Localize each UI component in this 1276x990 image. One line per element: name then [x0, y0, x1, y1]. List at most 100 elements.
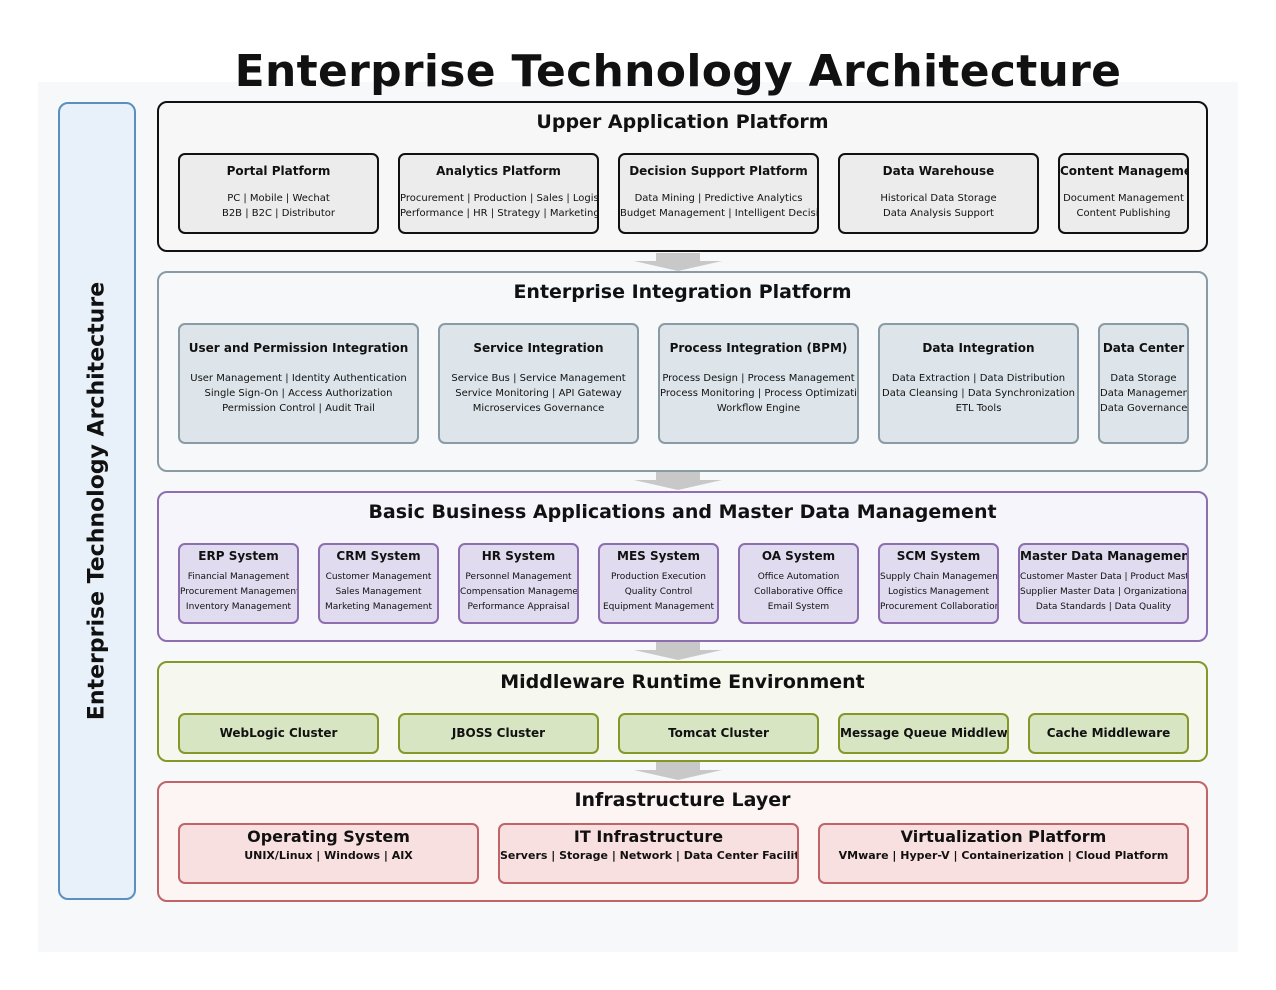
module-title: IT Infrastructure	[573, 827, 724, 846]
module-scm-system: SCM System Supply Chain Management Logis…	[878, 543, 999, 624]
module-erp-system: ERP System Financial Management Procurem…	[178, 543, 299, 624]
module-title: OA System	[761, 549, 836, 563]
module-line: Data Analysis Support	[883, 208, 994, 219]
module-title: WebLogic Cluster	[219, 726, 338, 740]
module-line: Procurement Collaboration	[880, 602, 999, 612]
module-portal-platform: Portal Platform PC | Mobile | Wechat B2B…	[178, 153, 379, 234]
module-line: Single Sign-On | Access Authorization	[204, 388, 393, 399]
module-decision-support-platform: Decision Support Platform Data Mining | …	[618, 153, 819, 234]
diagram-title: Enterprise Technology Architecture	[234, 46, 1122, 97]
module-title: Analytics Platform	[436, 164, 561, 178]
module-title: Service Integration	[473, 341, 604, 355]
module-tomcat-cluster: Tomcat Cluster	[618, 713, 819, 754]
module-title: Process Integration (BPM)	[669, 341, 848, 355]
module-title: Tomcat Cluster	[668, 726, 769, 740]
module-line: Email System	[767, 602, 830, 612]
module-mes-system: MES System Production Execution Quality …	[598, 543, 719, 624]
module-line: Financial Management	[187, 572, 290, 582]
module-line: Performance | HR | Strategy | Marketing	[400, 208, 599, 219]
module-operating-system: Operating System UNIX/Linux | Windows | …	[178, 823, 479, 884]
layer-enterprise-integration-platform: Enterprise Integration Platform User and…	[157, 271, 1208, 472]
module-line: Procurement | Production | Sales | Logis…	[400, 193, 599, 204]
module-line: Production Execution	[611, 572, 706, 582]
module-title: ERP System	[198, 549, 279, 563]
module-line: Equipment Management	[602, 602, 714, 612]
module-title: User and Permission Integration	[188, 341, 409, 355]
module-line: Compensation Management	[460, 587, 579, 597]
module-line: Process Design | Process Management	[662, 373, 855, 384]
layer-title: Infrastructure Layer	[574, 789, 791, 811]
down-arrow-icon	[634, 472, 722, 490]
module-line: Supplier Master Data | Organizational St…	[1020, 587, 1189, 597]
module-title: Data Integration	[922, 341, 1035, 355]
module-content-management: Content Management Document Management C…	[1058, 153, 1189, 234]
module-title: Operating System	[247, 827, 410, 846]
module-line: Sales Management	[335, 587, 422, 597]
module-line: Collaborative Office	[754, 587, 843, 597]
module-hr-system: HR System Personnel Management Compensat…	[458, 543, 579, 624]
module-line: Data Extraction | Data Distribution	[891, 373, 1066, 384]
module-line: Budget Management | Intelligent Decision	[620, 208, 819, 219]
module-cache-middleware: Cache Middleware	[1028, 713, 1189, 754]
module-line: Content Publishing	[1076, 208, 1171, 219]
down-arrow-icon	[634, 253, 722, 271]
module-process-integration-bpm: Process Integration (BPM) Process Design…	[658, 323, 859, 444]
module-it-infrastructure: IT Infrastructure Servers | Storage | Ne…	[498, 823, 799, 884]
module-line: VMware | Hyper-V | Containerization | Cl…	[838, 849, 1169, 862]
module-message-queue-middleware: Message Queue Middleware	[838, 713, 1009, 754]
layer-business-applications-mdm: Basic Business Applications and Master D…	[157, 491, 1208, 642]
module-title: JBOSS Cluster	[451, 726, 546, 740]
module-line: Document Management	[1063, 193, 1184, 204]
module-line: Personnel Management	[465, 572, 572, 582]
module-line: PC | Mobile | Wechat	[227, 193, 330, 204]
module-line: Data Governance	[1100, 403, 1188, 414]
module-line: Historical Data Storage	[880, 193, 997, 204]
module-line: Service Monitoring | API Gateway	[455, 388, 622, 399]
layer-title: Middleware Runtime Environment	[500, 671, 865, 693]
layer-title: Basic Business Applications and Master D…	[368, 501, 997, 523]
module-data-center: Data Center Data Storage Data Management…	[1098, 323, 1189, 444]
module-crm-system: CRM System Customer Management Sales Man…	[318, 543, 439, 624]
module-title: HR System	[481, 549, 556, 563]
module-data-warehouse: Data Warehouse Historical Data Storage D…	[838, 153, 1039, 234]
module-line: Process Monitoring | Process Optimizatio…	[660, 388, 859, 399]
module-line: Data Standards | Data Quality	[1035, 602, 1172, 612]
layer-upper-application-platform: Upper Application Platform Portal Platfo…	[157, 101, 1208, 252]
down-arrow-icon	[634, 642, 722, 660]
module-line: User Management | Identity Authenticatio…	[190, 373, 407, 384]
sidebar-label: Enterprise Technology Architecture	[84, 281, 110, 721]
module-line: Marketing Management	[324, 602, 432, 612]
module-analytics-platform: Analytics Platform Procurement | Product…	[398, 153, 599, 234]
module-virtualization-platform: Virtualization Platform VMware | Hyper-V…	[818, 823, 1189, 884]
module-title: Virtualization Platform	[900, 827, 1107, 846]
module-master-data-management: Master Data Management (MDM) Customer Ma…	[1018, 543, 1189, 624]
module-data-integration: Data Integration Data Extraction | Data …	[878, 323, 1079, 444]
module-title: Data Warehouse	[882, 164, 995, 178]
module-title: Portal Platform	[226, 164, 331, 178]
module-title: Master Data Management (MDM)	[1020, 549, 1189, 563]
module-line: Procurement Management	[180, 587, 299, 597]
module-line: Performance Appraisal	[467, 602, 570, 612]
module-weblogic-cluster: WebLogic Cluster	[178, 713, 379, 754]
module-line: Data Storage	[1110, 373, 1177, 384]
module-line: Service Bus | Service Management	[451, 373, 626, 384]
module-oa-system: OA System Office Automation Collaborativ…	[738, 543, 859, 624]
module-title: CRM System	[336, 549, 421, 563]
module-title: Decision Support Platform	[629, 164, 808, 178]
module-line: Logistics Management	[887, 587, 990, 597]
module-jboss-cluster: JBOSS Cluster	[398, 713, 599, 754]
down-arrow-icon	[634, 762, 722, 780]
layer-middleware-runtime-environment: Middleware Runtime Environment WebLogic …	[157, 661, 1208, 762]
module-user-permission-integration: User and Permission Integration User Man…	[178, 323, 419, 444]
module-title: MES System	[617, 549, 700, 563]
module-line: Office Automation	[757, 572, 840, 582]
layer-title: Upper Application Platform	[536, 111, 829, 133]
module-line: Data Management	[1100, 388, 1189, 399]
module-title: SCM System	[896, 549, 981, 563]
layer-title: Enterprise Integration Platform	[513, 281, 852, 303]
module-line: ETL Tools	[955, 403, 1002, 414]
module-line: Supply Chain Management	[880, 572, 999, 582]
module-line: Inventory Management	[185, 602, 292, 612]
module-line: Data Mining | Predictive Analytics	[634, 193, 803, 204]
module-line: Quality Control	[624, 587, 693, 597]
